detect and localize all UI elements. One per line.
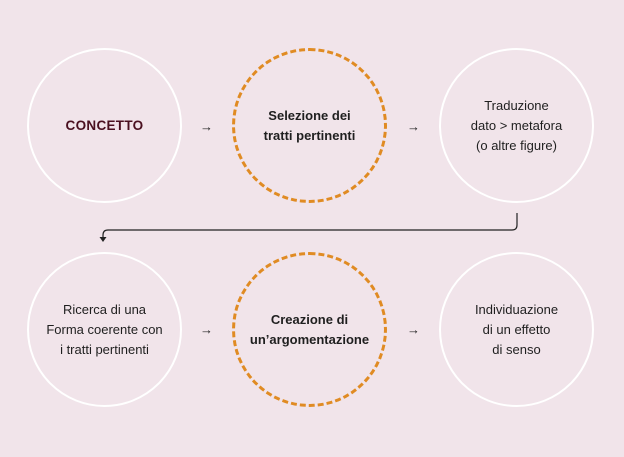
- node-creazione: Creazione di un’argomentazione: [232, 252, 387, 407]
- node-traduzione: Traduzione dato > metafora (o altre figu…: [439, 48, 594, 203]
- node-selezione: Selezione dei tratti pertinenti: [232, 48, 387, 203]
- node-individuazione-label: Individuazione di un effetto di senso: [474, 301, 559, 357]
- node-concetto: CONCETTO: [27, 48, 182, 203]
- arrow-3: →: [200, 322, 213, 337]
- arrow-2: →: [407, 119, 420, 134]
- node-creazione-label: Creazione di un’argomentazione: [249, 311, 370, 347]
- node-ricerca: Ricerca di una Forma coerente con i trat…: [27, 252, 182, 407]
- arrow-4: →: [407, 322, 420, 337]
- node-traduzione-label: Traduzione dato > metafora (o altre figu…: [470, 97, 563, 153]
- node-ricerca-label: Ricerca di una Forma coerente con i trat…: [46, 301, 163, 357]
- arrow-1: →: [200, 119, 213, 134]
- node-concetto-label: CONCETTO: [65, 117, 144, 133]
- node-selezione-label: Selezione dei tratti pertinenti: [263, 107, 356, 143]
- connector-arrowhead: [99, 237, 107, 242]
- node-individuazione: Individuazione di un effetto di senso: [439, 252, 594, 407]
